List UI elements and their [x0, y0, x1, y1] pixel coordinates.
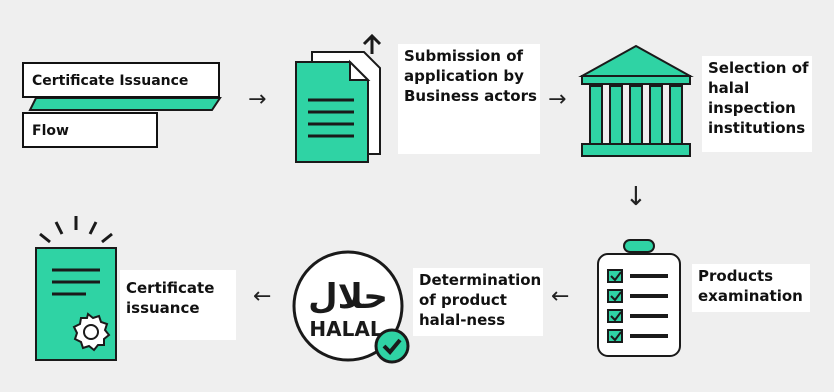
title-line-2: Flow	[22, 112, 158, 148]
institution-building-icon	[578, 44, 694, 157]
step-submission-label: Submission of application by Business ac…	[398, 44, 540, 154]
documents-icon	[295, 33, 382, 163]
title-line-1: Certificate Issuance	[22, 62, 220, 98]
checkmark-icon	[382, 338, 402, 355]
certificate-icon	[35, 216, 117, 361]
arrow-left-2: ←	[253, 284, 272, 309]
arrow-right-1: →	[248, 87, 267, 112]
clipboard-checklist-icon	[597, 239, 681, 357]
step-selection-line-3: inspection	[708, 99, 796, 117]
step-determination-line-3: halal-ness	[419, 311, 506, 329]
step-selection-label: Selection of halal inspection institutio…	[702, 56, 812, 152]
title-line-1-text: Certificate Issuance	[32, 73, 189, 89]
title-ribbon-shape	[28, 97, 222, 111]
step-selection-line-4: institutions	[708, 119, 806, 137]
step-determination-line-1: Determination	[419, 271, 542, 289]
step-issuance-label: Certificate issuance	[120, 270, 236, 340]
step-selection-line-1: Selection of	[708, 59, 809, 77]
check-badge	[374, 328, 410, 364]
step-examination-line-1: Products	[698, 267, 774, 285]
step-examination-label: Products examination	[692, 264, 810, 312]
step-submission-line-3: Business actors	[404, 87, 537, 105]
arrow-down: ↓	[625, 182, 647, 212]
step-determination-line-2: of product	[419, 291, 507, 309]
step-issuance-line-1: Certificate	[126, 279, 215, 297]
halal-arabic-text: حلال	[308, 277, 388, 317]
halal-logo-icon: حلال HALAL	[292, 250, 410, 364]
arrow-left-1: ←	[551, 284, 570, 309]
step-examination-line-2: examination	[698, 287, 803, 305]
step-submission-line-1: Submission of	[404, 47, 524, 65]
step-selection-line-2: halal	[708, 79, 750, 97]
step-submission-line-2: application by	[404, 67, 524, 85]
title-line-2-text: Flow	[32, 123, 69, 139]
halal-logo-text: HALAL	[309, 317, 382, 341]
step-determination-label: Determination of product halal-ness	[413, 268, 543, 336]
arrow-right-2: →	[548, 87, 567, 112]
step-issuance-line-2: issuance	[126, 299, 200, 317]
